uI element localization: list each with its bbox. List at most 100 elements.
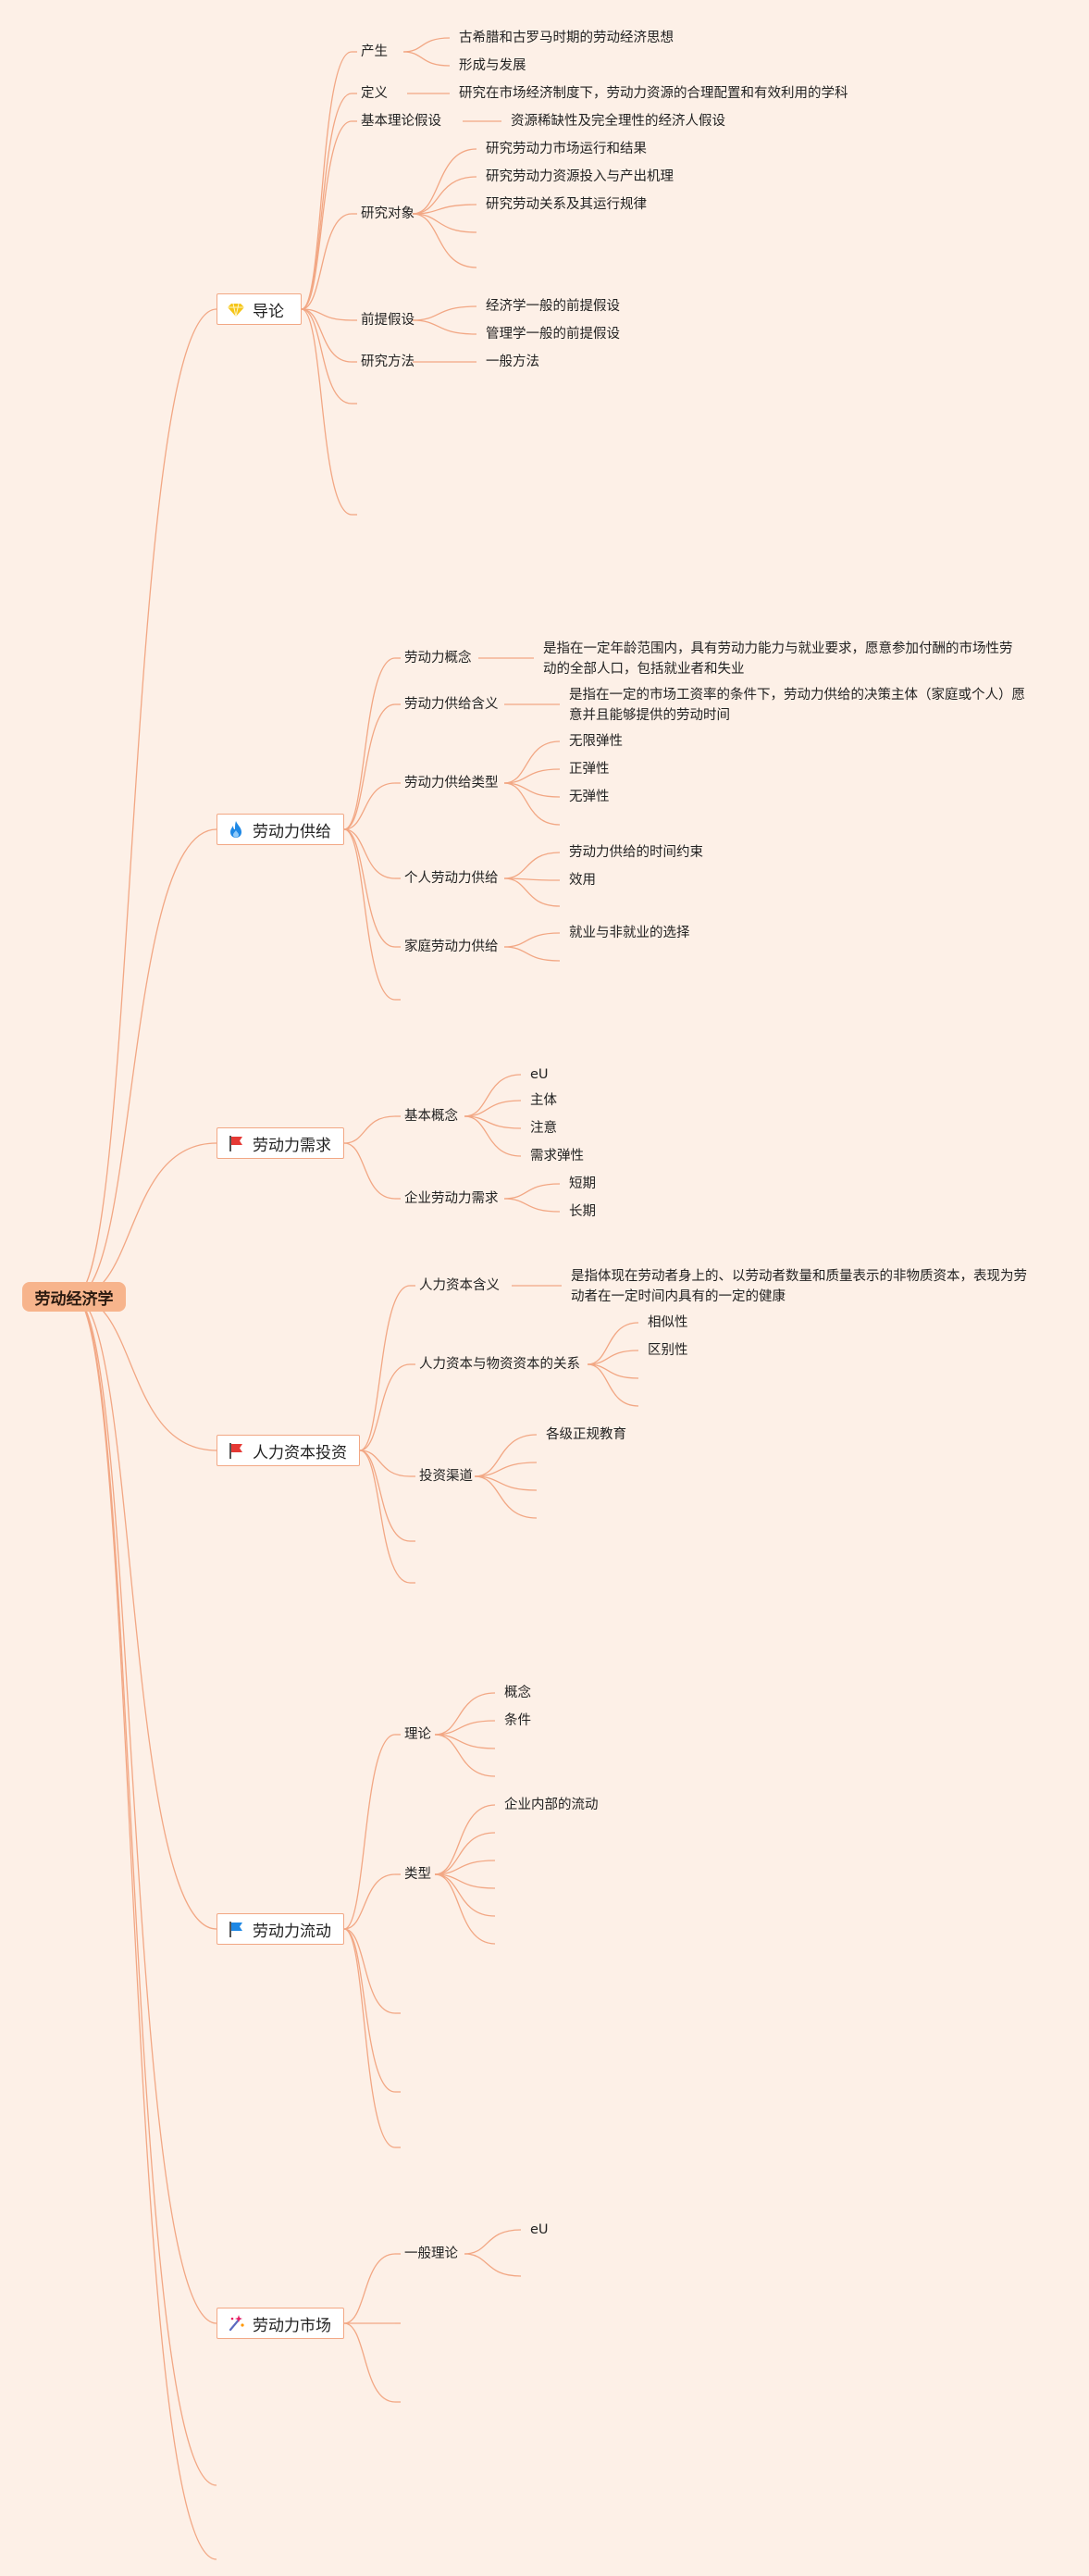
node-eu[interactable]: eU xyxy=(530,1067,549,1082)
connector xyxy=(412,148,477,215)
connector xyxy=(412,176,477,215)
root-connector xyxy=(73,828,217,1298)
node-general-method[interactable]: 一般方法 xyxy=(486,355,539,369)
connector xyxy=(503,877,561,907)
connector xyxy=(412,213,477,233)
topic-labor-mobility[interactable]: 劳动力流动 xyxy=(217,1913,344,1945)
root-connector xyxy=(73,1296,217,2560)
connector xyxy=(412,213,477,268)
node-mobility-types[interactable]: 类型 xyxy=(404,1867,431,1882)
node-general-theory[interactable]: 一般理论 xyxy=(404,2246,458,2261)
connector xyxy=(343,2322,396,2403)
node-object-c[interactable]: 研究劳动关系及其运行规律 xyxy=(486,197,647,212)
node-development[interactable]: 形成与发展 xyxy=(459,58,526,73)
connector xyxy=(343,1928,396,2093)
flag-icon xyxy=(227,1920,245,1938)
node-utility[interactable]: 效用 xyxy=(569,873,596,888)
connector xyxy=(301,308,353,404)
connector xyxy=(343,703,396,830)
node-time-constraint[interactable]: 劳动力供给的时间约束 xyxy=(569,845,703,860)
connector xyxy=(301,213,353,310)
node-basic-assumption[interactable]: 基本理论假设 xyxy=(361,114,441,129)
node-labor-concept[interactable]: 劳动力概念 xyxy=(404,651,472,666)
node-family-supply[interactable]: 家庭劳动力供给 xyxy=(404,940,499,954)
node-short-term[interactable]: 短期 xyxy=(569,1176,596,1191)
node-research-object[interactable]: 研究对象 xyxy=(361,206,415,221)
node-firm-demand[interactable]: 企业劳动力需求 xyxy=(404,1191,499,1206)
node-condition[interactable]: 条件 xyxy=(504,1713,531,1728)
node-supply-types[interactable]: 劳动力供给类型 xyxy=(404,776,499,790)
node-human-capital-text[interactable]: 是指体现在劳动者身上的、以劳动者数量和质量表示的非物质资本，表现为劳动者在一定时… xyxy=(571,1269,1027,1304)
node-internal-mobility[interactable]: 企业内部的流动 xyxy=(504,1798,599,1812)
topic-labor-market[interactable]: 劳动力市场 xyxy=(217,2308,344,2339)
connector xyxy=(434,1832,496,1875)
node-definition-text[interactable]: 研究在市场经济制度下，劳动力资源的合理配置和有效利用的学科 xyxy=(459,86,848,101)
node-positive-elastic[interactable]: 正弹性 xyxy=(569,762,610,777)
node-scarcity[interactable]: 资源稀缺性及完全理性的经济人假设 xyxy=(511,114,725,129)
node-labor-concept-text[interactable]: 是指在一定年龄范围内，具有劳动力能力与就业要求，愿意参加付酬的市场性劳动的全部人… xyxy=(543,641,1013,677)
connector xyxy=(503,768,561,784)
node-individual-supply[interactable]: 个人劳动力供给 xyxy=(404,871,499,886)
connector xyxy=(474,1462,538,1477)
node-attention[interactable]: 注意 xyxy=(530,1121,557,1136)
connector xyxy=(434,1720,496,1736)
node-long-term[interactable]: 长期 xyxy=(569,1204,596,1219)
connector xyxy=(343,1928,396,2148)
node-market-eu[interactable]: eU xyxy=(530,2222,549,2237)
node-human-capital-meaning[interactable]: 人力资本含义 xyxy=(419,1278,500,1293)
root-connector xyxy=(73,1296,217,2486)
node-method[interactable]: 研究方法 xyxy=(361,355,415,369)
node-investment-channel[interactable]: 投资渠道 xyxy=(419,1469,473,1484)
connector xyxy=(343,1928,396,2014)
connector xyxy=(464,1074,522,1117)
root-topic[interactable]: 劳动经济学 xyxy=(22,1282,126,1312)
connector xyxy=(359,1363,411,1451)
node-difference[interactable]: 区别性 xyxy=(648,1343,688,1358)
connector xyxy=(343,828,396,1001)
node-similarity[interactable]: 相似性 xyxy=(648,1315,688,1330)
connector xyxy=(474,1475,538,1491)
topic-labor-supply[interactable]: 劳动力供给 xyxy=(217,814,344,845)
node-supply-meaning-text[interactable]: 是指在一定的市场工资率的条件下，劳动力供给的决策主体（家庭或个人）愿意并且能够提… xyxy=(569,688,1025,723)
node-premise[interactable]: 前提假设 xyxy=(361,313,415,328)
node-formal-education[interactable]: 各级正规教育 xyxy=(546,1427,626,1442)
node-inelastic[interactable]: 无弹性 xyxy=(569,790,610,804)
node-premise-mgmt[interactable]: 管理学一般的前提假设 xyxy=(486,327,620,342)
topic-labor-demand[interactable]: 劳动力需求 xyxy=(217,1127,344,1159)
node-object-b[interactable]: 研究劳动力资源投入与产出机理 xyxy=(486,169,674,184)
node-definition[interactable]: 定义 xyxy=(361,86,388,101)
connector xyxy=(434,1734,496,1777)
connector xyxy=(343,782,396,830)
node-supply-meaning[interactable]: 劳动力供给含义 xyxy=(404,697,499,712)
topic-intro[interactable]: 导论 xyxy=(217,293,302,325)
connector xyxy=(343,1142,396,1200)
connector xyxy=(503,1198,561,1213)
connector xyxy=(503,946,561,962)
connector xyxy=(301,308,353,363)
connector xyxy=(464,2253,522,2277)
connector xyxy=(503,932,561,948)
node-origin[interactable]: 产生 xyxy=(361,44,388,59)
connector xyxy=(464,1115,522,1129)
connector xyxy=(587,1350,639,1365)
topic-label: 劳动力供给 xyxy=(253,822,331,841)
connector xyxy=(359,1450,411,1542)
node-infinite-elastic[interactable]: 无限弹性 xyxy=(569,734,623,749)
node-concept[interactable]: 概念 xyxy=(504,1686,531,1700)
node-demand-elasticity[interactable]: 需求弹性 xyxy=(530,1149,584,1164)
node-capital-relation[interactable]: 人力资本与物资资本的关系 xyxy=(419,1357,580,1372)
node-ancient-thought[interactable]: 古希腊和古罗马时期的劳动经济思想 xyxy=(459,31,674,45)
diamond-icon xyxy=(227,300,245,318)
connector xyxy=(402,37,451,53)
topic-human-capital[interactable]: 人力资本投资 xyxy=(217,1435,360,1466)
node-theory[interactable]: 理论 xyxy=(404,1727,431,1742)
node-object-a[interactable]: 研究劳动力市场运行和结果 xyxy=(486,142,647,156)
node-basic-concept[interactable]: 基本概念 xyxy=(404,1109,458,1124)
node-employment-choice[interactable]: 就业与非就业的选择 xyxy=(569,926,690,940)
connector xyxy=(587,1322,639,1365)
node-premise-econ[interactable]: 经济学一般的前提假设 xyxy=(486,299,620,314)
connector xyxy=(301,120,353,310)
node-subject[interactable]: 主体 xyxy=(530,1093,557,1108)
